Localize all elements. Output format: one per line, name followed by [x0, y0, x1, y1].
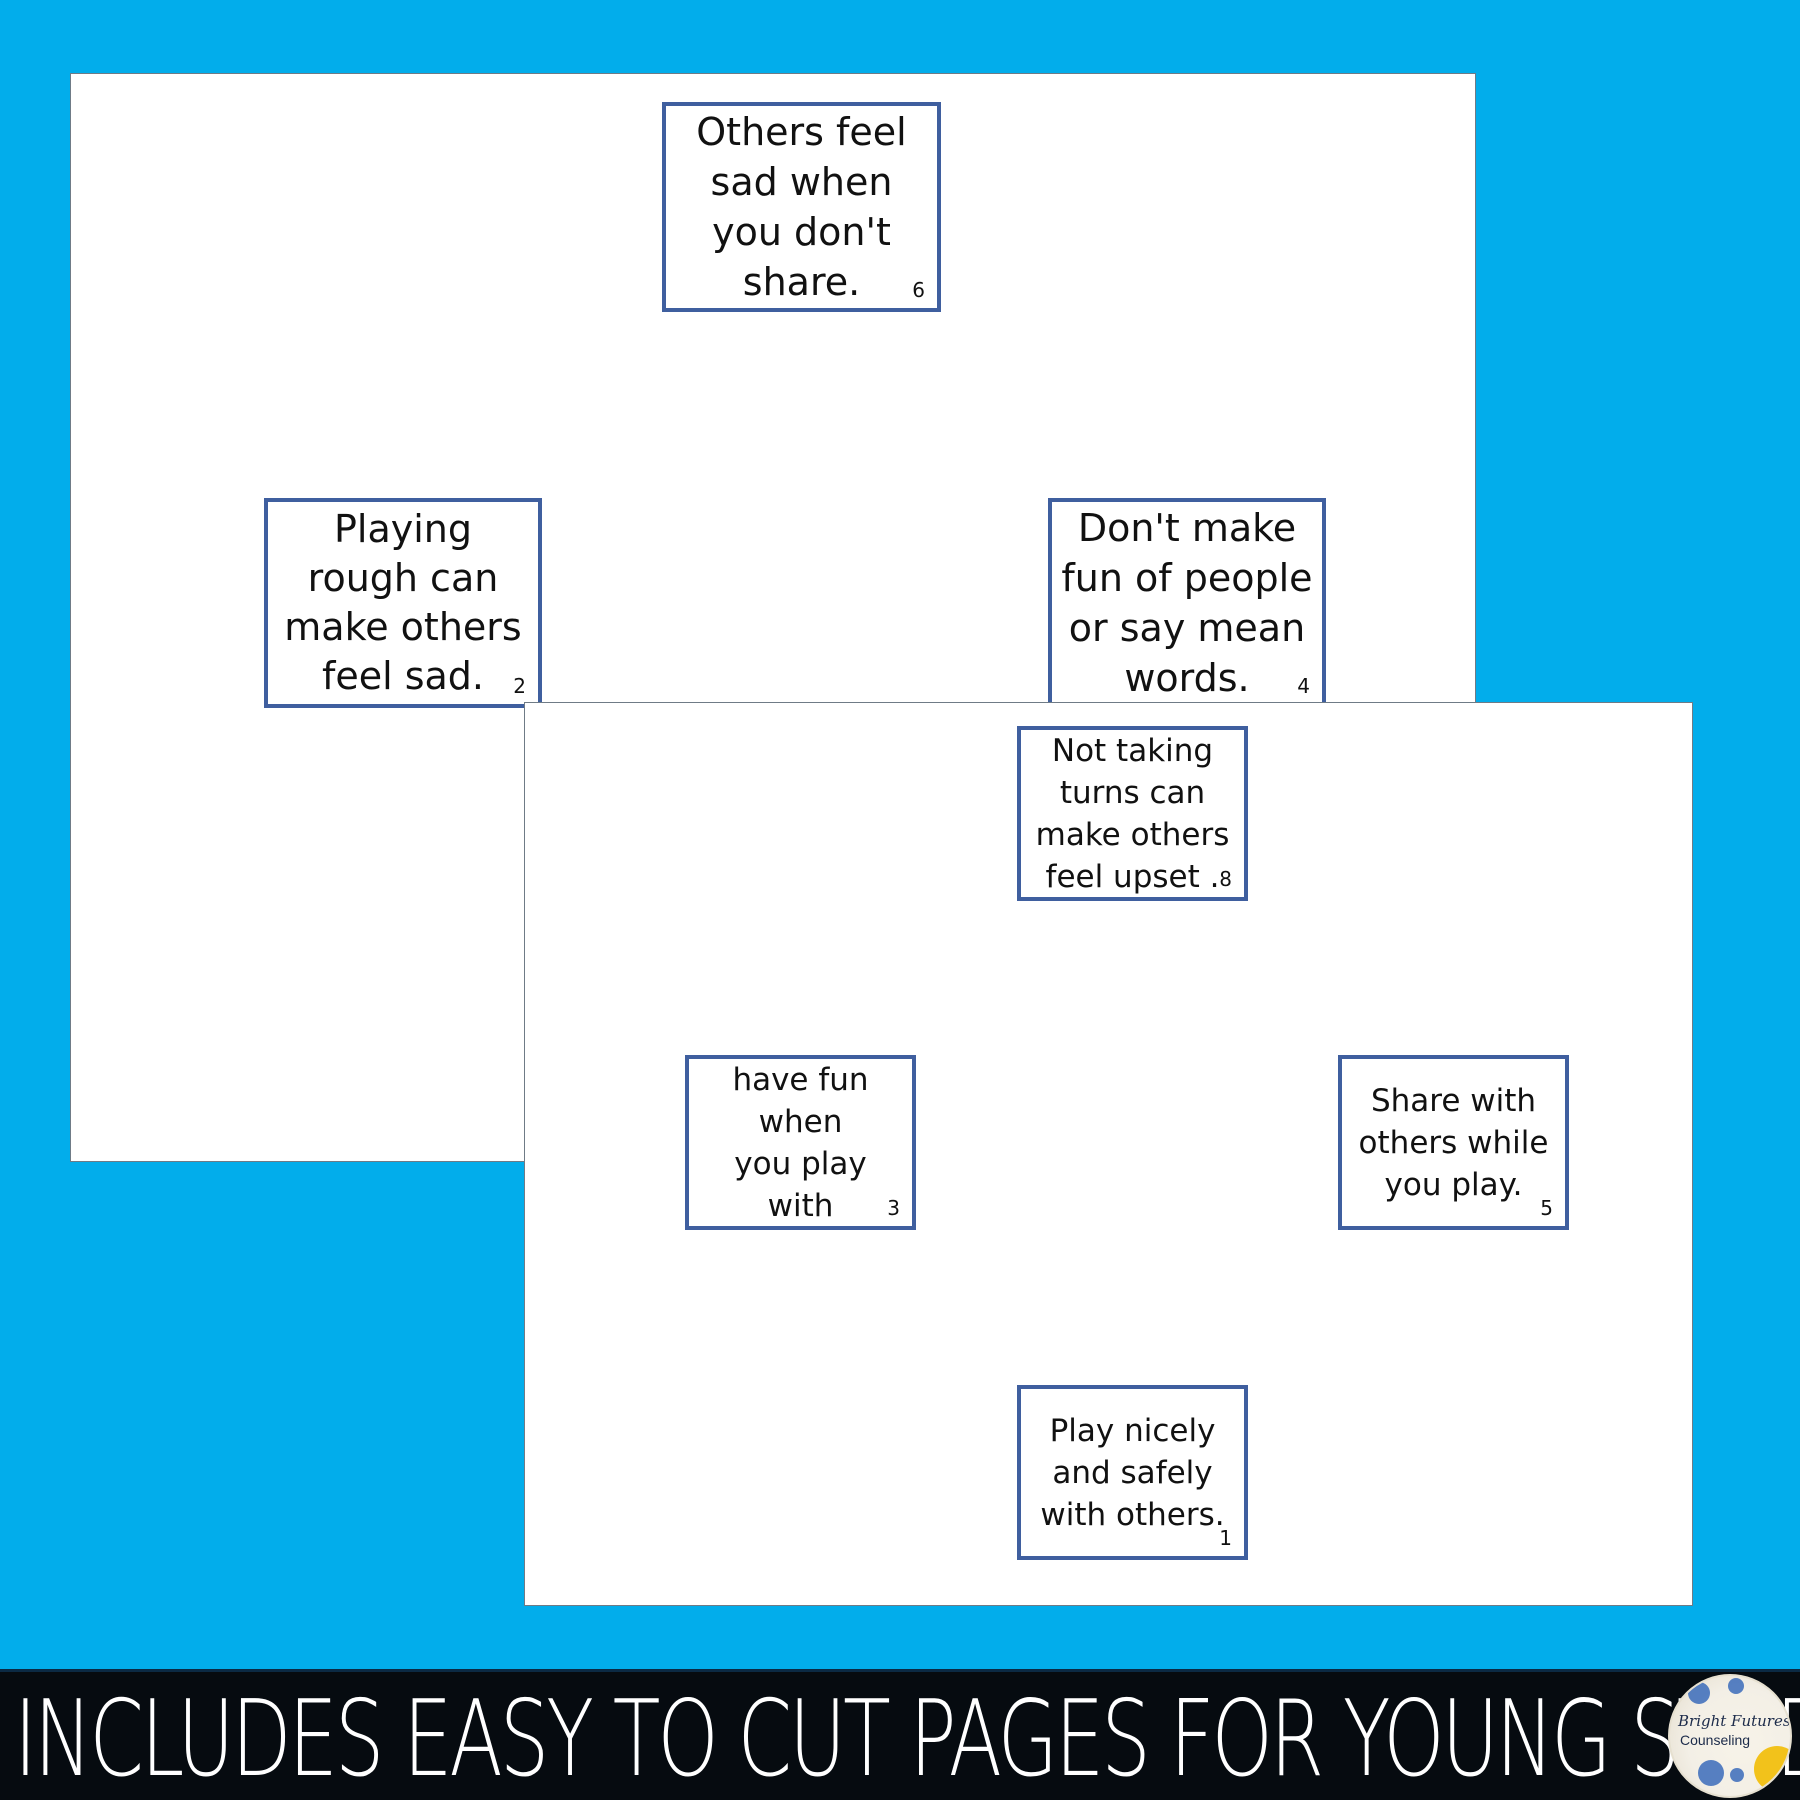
card-number: 4 [1297, 674, 1310, 698]
flower-icon [1728, 1678, 1744, 1694]
cut-card: Playing rough can make others feel sad. … [264, 498, 542, 708]
card-number: 2 [513, 674, 526, 698]
promo-banner: INCLUDES EASY TO CUT PAGES FOR YOUNG STU… [0, 1669, 1800, 1800]
card-text: Don't make fun of people or say mean wor… [1061, 506, 1313, 700]
cut-card: Don't make fun of people or say mean wor… [1048, 498, 1326, 708]
cut-card: Be kind and have fun when you play with … [685, 1055, 916, 1230]
brand-logo: Bright Futures Counseling [1668, 1674, 1792, 1798]
card-number: 1 [1219, 1526, 1232, 1550]
flower-icon [1730, 1768, 1744, 1782]
card-text: Not taking turns can make others feel up… [1035, 732, 1230, 895]
card-text: Be kind and have fun when you play with … [732, 1061, 869, 1224]
card-text: Share with others while you play. [1358, 1082, 1549, 1203]
cut-card: Not taking turns can make others feel up… [1017, 726, 1248, 901]
card-text: Playing rough can make others feel sad. [284, 507, 522, 698]
logo-subtitle: Counseling [1680, 1732, 1751, 1748]
card-number: 6 [912, 278, 925, 302]
cut-card: Others feel sad when you don't share. 6 [662, 102, 941, 312]
card-number: 8 [1219, 867, 1232, 891]
card-text: Play nicely and safely with others. [1040, 1412, 1225, 1533]
card-text: Others feel sad when you don't share. [696, 110, 907, 304]
sunflower-icon [1754, 1746, 1790, 1792]
flower-icon [1698, 1760, 1724, 1786]
flower-icon [1688, 1682, 1710, 1704]
card-number: 5 [1540, 1196, 1553, 1220]
card-number: 3 [887, 1196, 900, 1220]
logo-title: Bright Futures [1678, 1712, 1791, 1730]
banner-caption: INCLUDES EASY TO CUT PAGES FOR YOUNG STU… [14, 1679, 1800, 1800]
cut-card: Play nicely and safely with others. 1 [1017, 1385, 1248, 1560]
cut-card: Share with others while you play. 5 [1338, 1055, 1569, 1230]
